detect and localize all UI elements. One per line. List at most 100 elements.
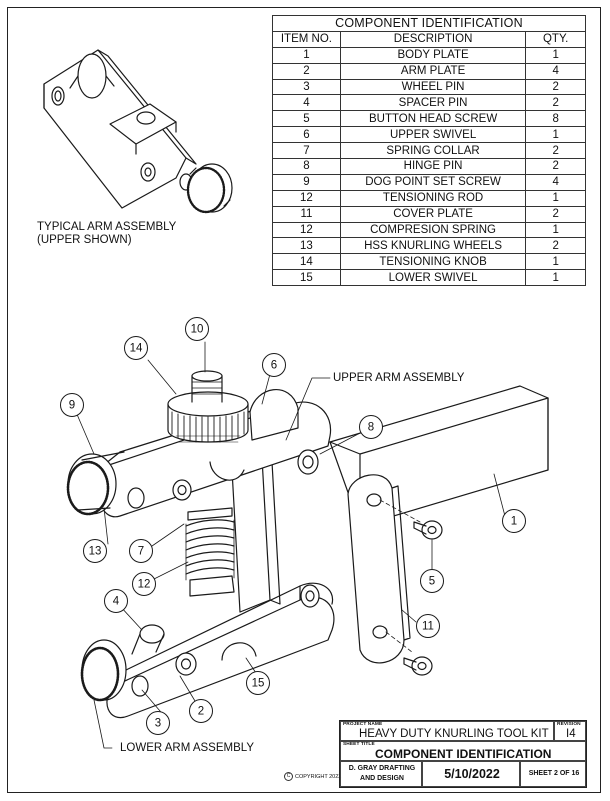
sheet-number-cell: SHEET 2 OF 16 [520, 761, 586, 787]
table-cell: 12 [272, 189, 341, 207]
company-line2: AND DESIGN [360, 775, 404, 782]
copyright-icon: C [284, 772, 293, 781]
project-name-cell: PROJECT NAME HEAVY DUTY KNURLING TOOL KI… [340, 721, 554, 741]
project-name: HEAVY DUTY KNURLING TOOL KIT [359, 728, 549, 740]
sheet-title-label: SHEET TITLE [343, 742, 375, 747]
callout-number: 9 [69, 400, 75, 412]
typical-arm-assembly-view [43, 49, 233, 214]
callout-number: 1 [511, 516, 517, 528]
callout-circle [416, 614, 440, 638]
callout-balloon: 10 [185, 317, 209, 341]
table-cell: ARM PLATE [339, 62, 527, 80]
callout-circle [146, 711, 170, 735]
callout-circle [246, 671, 270, 695]
callout-balloon: 13 [83, 539, 107, 563]
callout-balloon: 5 [420, 569, 444, 593]
callout-circle [359, 415, 383, 439]
tensioning-knob [167, 391, 249, 443]
callout-balloons: 10 14 6 9 8 1 13 7 12 4 5 11 15 3 2 [60, 317, 526, 735]
company-cell: D. GRAY DRAFTING AND DESIGN [340, 761, 422, 787]
lower-swivel [221, 642, 257, 661]
table-cell: TENSIONING KNOB [339, 253, 527, 271]
button-head-screw-lower [403, 656, 433, 676]
table-cell: 6 [272, 126, 341, 144]
table-cell: TENSIONING ROD [339, 189, 527, 207]
callout-balloon: 14 [124, 336, 148, 360]
callout-balloon: 4 [104, 589, 128, 613]
callout-circle [60, 393, 84, 417]
callout-circle [262, 353, 286, 377]
callout-circle [83, 539, 107, 563]
table-cell: HSS KNURLING WHEELS [339, 237, 527, 255]
body-plate-vertical [231, 457, 281, 613]
callout-number: 5 [429, 576, 435, 588]
sheet-number: SHEET 2 OF 16 [528, 770, 580, 777]
callout-circle [129, 539, 153, 563]
table-cell: 15 [272, 269, 341, 287]
table-cell: 1 [525, 269, 586, 287]
callout-balloon: 7 [129, 539, 153, 563]
callout-number: 13 [89, 546, 102, 558]
sheet-title-cell: SHEET TITLE COMPONENT IDENTIFICATION [340, 741, 586, 761]
typical-assembly-line2: (UPPER SHOWN) [37, 234, 132, 246]
table-cell: BUTTON HEAD SCREW [339, 110, 527, 128]
lower-arm-plate [106, 582, 335, 719]
callout-balloon: 2 [189, 699, 213, 723]
callout-number: 14 [130, 343, 143, 355]
callout-number: 6 [271, 360, 277, 372]
table-cell: UPPER SWIVEL [339, 126, 527, 144]
callout-number: 10 [191, 324, 204, 336]
callout-number: 12 [138, 579, 151, 591]
callout-balloon: 1 [502, 509, 526, 533]
title-block: PROJECT NAME HEAVY DUTY KNURLING TOOL KI… [339, 720, 587, 788]
callout-number: 11 [422, 621, 434, 633]
callout-balloon: 12 [132, 572, 156, 596]
callout-circle [104, 589, 128, 613]
company-line1: D. GRAY DRAFTING [348, 765, 416, 772]
callout-circle [124, 336, 148, 360]
callout-balloon: 6 [262, 353, 286, 377]
callout-balloon: 9 [60, 393, 84, 417]
spring-collar [187, 507, 235, 597]
sheet-title: COMPONENT IDENTIFICATION [375, 747, 552, 761]
callout-circle [420, 569, 444, 593]
compression-spring [185, 519, 235, 581]
callout-circle [185, 317, 209, 341]
upper-knurling-wheel [66, 451, 125, 516]
callout-balloon: 15 [246, 671, 270, 695]
lower-knurling-wheel [80, 639, 127, 702]
copyright-text: COPYRIGHT 2022 [295, 773, 342, 780]
callout-circle [502, 509, 526, 533]
callout-number: 8 [368, 422, 374, 434]
upper-arm-assembly-label: UPPER ARM ASSEMBLY [333, 372, 465, 384]
callout-number: 15 [252, 678, 265, 690]
callout-number: 4 [113, 596, 120, 608]
table-cell: 8 [525, 110, 586, 128]
callout-circle [189, 699, 213, 723]
table-cell: LOWER SWIVEL [339, 269, 527, 287]
table-header-cell: ITEM NO. [272, 30, 341, 48]
callout-balloon: 8 [359, 415, 383, 439]
revision-value: I4 [566, 728, 576, 740]
revision-label: REVISION [557, 722, 581, 727]
callout-circle [132, 572, 156, 596]
callout-number: 7 [138, 546, 144, 558]
button-head-screw-upper [413, 520, 443, 540]
typical-assembly-note: TYPICAL ARM ASSEMBLY (UPPER SHOWN) [37, 221, 176, 247]
callout-number: 3 [155, 718, 161, 730]
lower-arm-assembly-label: LOWER ARM ASSEMBLY [120, 742, 254, 754]
cover-plate [347, 474, 411, 664]
revision-cell: REVISION I4 [554, 721, 586, 741]
